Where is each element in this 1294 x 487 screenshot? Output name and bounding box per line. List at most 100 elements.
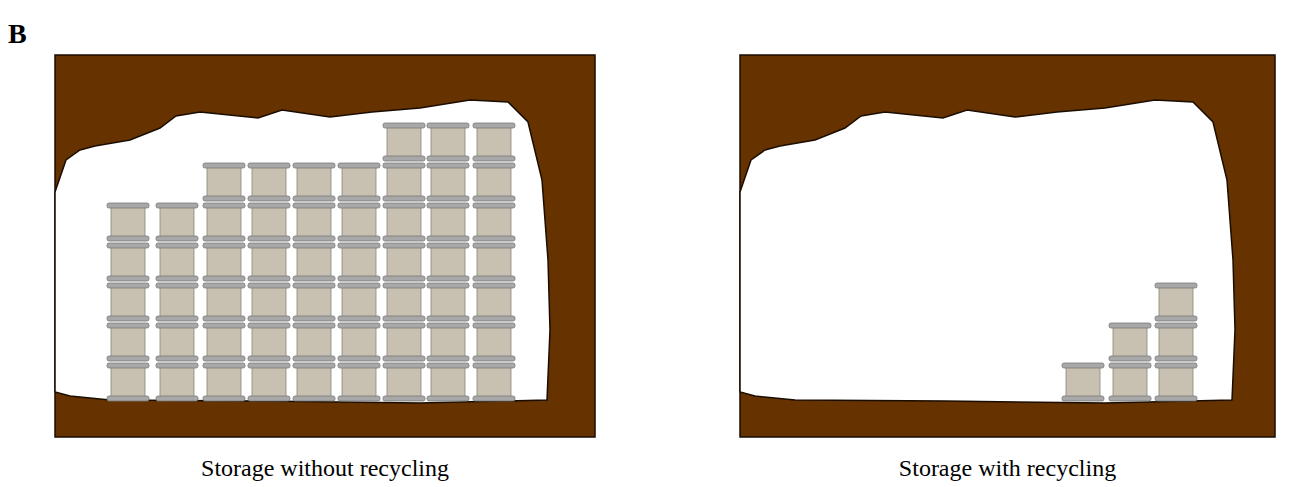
canister-body <box>111 287 145 317</box>
canister-body <box>431 367 465 397</box>
canister-flange <box>203 396 245 401</box>
canister-flange <box>338 356 380 361</box>
canister-flange <box>107 276 149 281</box>
canister-flange <box>248 236 290 241</box>
canister-flange <box>293 196 335 201</box>
waste-canister <box>293 363 335 401</box>
canister-flange <box>338 396 380 401</box>
waste-canister <box>248 163 290 201</box>
waste-canister <box>338 203 380 241</box>
canister-body <box>297 287 331 317</box>
canister-flange <box>293 363 335 368</box>
canister-body <box>431 327 465 357</box>
canister-body <box>477 207 511 237</box>
canister-flange <box>203 196 245 201</box>
canister-body <box>387 247 421 277</box>
canister-flange <box>203 236 245 241</box>
waste-canister <box>427 243 469 281</box>
canister-flange <box>293 316 335 321</box>
canister-body <box>207 367 241 397</box>
canister-flange <box>338 196 380 201</box>
canister-body <box>297 207 331 237</box>
canister-flange <box>156 243 198 248</box>
canister-flange <box>1155 396 1197 401</box>
waste-canister <box>383 283 425 321</box>
waste-canister <box>1155 283 1197 321</box>
canister-flange <box>338 163 380 168</box>
waste-canister <box>156 323 198 361</box>
waste-canister <box>1155 363 1197 401</box>
canister-flange <box>203 356 245 361</box>
canister-body <box>160 367 194 397</box>
canister-flange <box>1109 363 1151 368</box>
canister-flange <box>203 316 245 321</box>
canister-body <box>342 287 376 317</box>
canister-flange <box>427 236 469 241</box>
canister-flange <box>1109 356 1151 361</box>
canister-flange <box>427 356 469 361</box>
canister-body <box>111 207 145 237</box>
waste-canister <box>107 323 149 361</box>
canister-flange <box>293 323 335 328</box>
waste-canister <box>473 363 515 401</box>
waste-canister <box>203 283 245 321</box>
canister-flange <box>156 316 198 321</box>
canister-flange <box>156 276 198 281</box>
canister-body <box>252 367 286 397</box>
canister-flange <box>473 316 515 321</box>
canister-flange <box>473 363 515 368</box>
canister-body <box>297 167 331 197</box>
canister-flange <box>1155 323 1197 328</box>
canister-stacks <box>107 123 515 401</box>
canister-flange <box>248 316 290 321</box>
repository-without-recycling <box>55 55 595 437</box>
canister-flange <box>473 276 515 281</box>
waste-canister <box>203 323 245 361</box>
canister-flange <box>107 363 149 368</box>
canister-flange <box>473 283 515 288</box>
canister-body <box>1066 367 1100 397</box>
canister-flange <box>473 196 515 201</box>
canister-flange <box>107 316 149 321</box>
canister-flange <box>203 276 245 281</box>
repository-panel: Storage with recycling <box>740 55 1275 437</box>
canister-flange <box>248 396 290 401</box>
canister-body <box>1159 367 1193 397</box>
canister-flange <box>203 203 245 208</box>
canister-flange <box>248 203 290 208</box>
canister-flange <box>383 243 425 248</box>
canister-flange <box>383 363 425 368</box>
canister-flange <box>338 316 380 321</box>
waste-canister <box>473 203 515 241</box>
canister-flange <box>107 396 149 401</box>
canister-flange <box>427 283 469 288</box>
canister-flange <box>107 236 149 241</box>
canister-flange <box>156 283 198 288</box>
waste-canister <box>383 243 425 281</box>
canister-body <box>477 127 511 157</box>
canister-body <box>477 327 511 357</box>
canister-flange <box>383 323 425 328</box>
canister-body <box>160 207 194 237</box>
panel-caption: Storage with recycling <box>700 455 1294 482</box>
waste-canister <box>293 283 335 321</box>
canister-flange <box>427 243 469 248</box>
canister-flange <box>383 396 425 401</box>
canister-flange <box>248 243 290 248</box>
canister-flange <box>338 363 380 368</box>
canister-flange <box>248 196 290 201</box>
waste-canister <box>156 203 198 241</box>
canister-flange <box>473 203 515 208</box>
canister-body <box>160 287 194 317</box>
canister-body <box>477 247 511 277</box>
canister-flange <box>383 236 425 241</box>
canister-flange <box>293 163 335 168</box>
canister-body <box>342 367 376 397</box>
waste-canister <box>107 363 149 401</box>
repository-with-recycling <box>740 55 1275 437</box>
canister-flange <box>383 123 425 128</box>
canister-flange <box>1062 363 1104 368</box>
canister-flange <box>107 203 149 208</box>
rock-mass <box>55 55 595 437</box>
